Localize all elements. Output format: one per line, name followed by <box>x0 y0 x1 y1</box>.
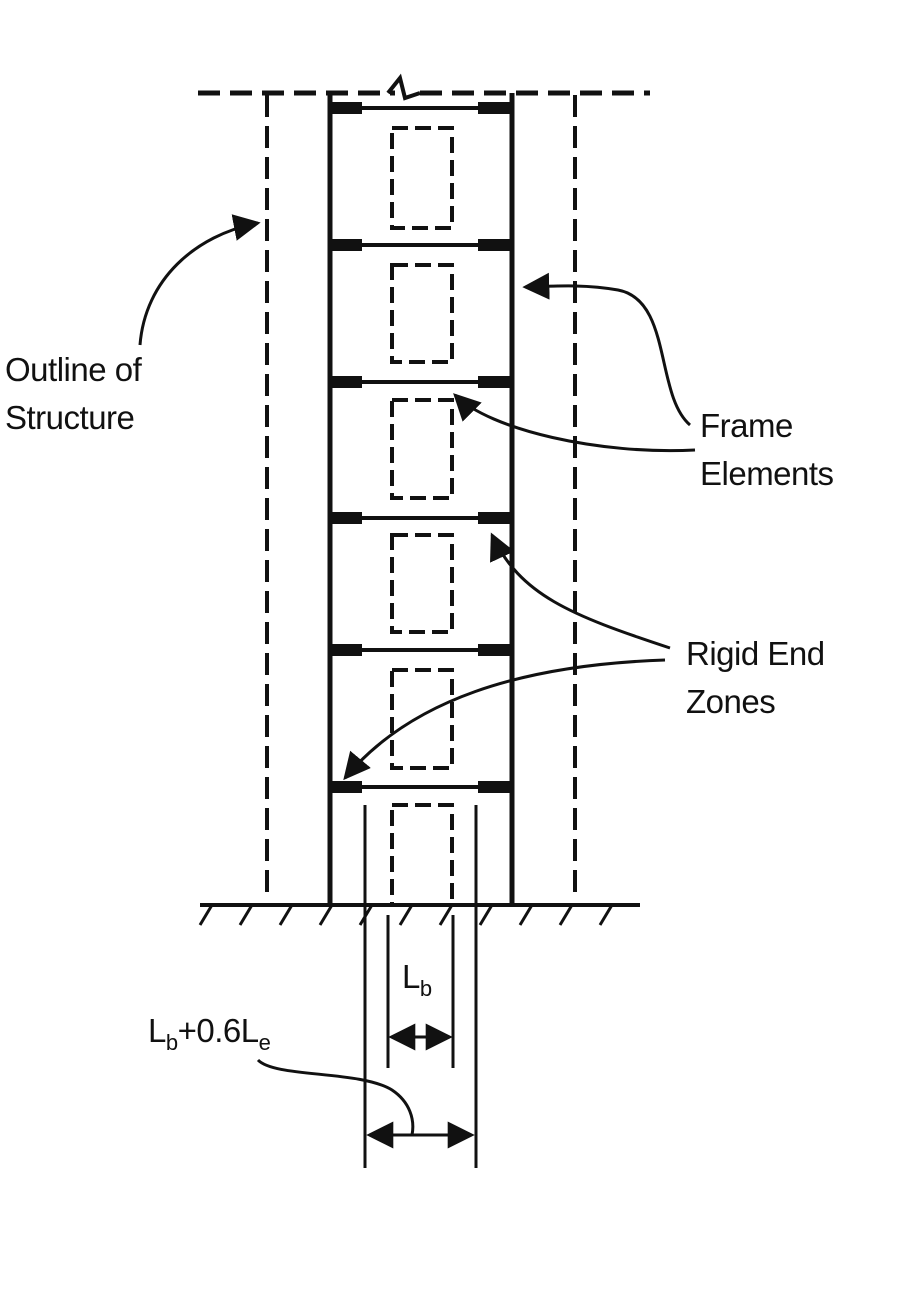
ground-line <box>198 903 640 926</box>
label-outline-of-structure: Outline of Structure <box>5 346 142 442</box>
label-combo-sub-e: e <box>258 1030 271 1055</box>
rigid-end-zone-right-6 <box>478 781 512 793</box>
ground-hatch-mark <box>518 904 534 926</box>
leader-frame-column <box>522 272 691 427</box>
label-combo-sub-b: b <box>165 1030 178 1055</box>
label-outline-line1: Outline of <box>5 351 142 388</box>
rigid-end-zone-right-1 <box>478 102 512 114</box>
rigid-end-zone-left-4 <box>330 512 362 524</box>
rigid-end-zone-right-5 <box>478 644 512 656</box>
label-outline-line2: Structure <box>5 399 135 436</box>
ground-hatch-mark <box>398 904 414 926</box>
ground-hatch-mark <box>478 904 494 926</box>
ground-hatch-mark <box>238 904 254 926</box>
ground-hatch-mark <box>318 904 334 926</box>
leader-dimension <box>256 1058 415 1136</box>
ground-hatch-mark <box>558 904 574 926</box>
leader-frame-beam <box>453 393 696 453</box>
rigid-end-zone-left-3 <box>330 376 362 388</box>
leader-rigid-upper <box>490 532 671 650</box>
opening-3 <box>390 398 454 500</box>
leader-rigid-lower <box>343 658 666 781</box>
label-lb-main: L <box>402 958 420 995</box>
ground-hatch-mark <box>438 904 454 926</box>
opening-6 <box>390 803 454 907</box>
label-combo-mid: +0.6L <box>177 1012 260 1049</box>
rigid-end-zone-left-5 <box>330 644 362 656</box>
label-frame-line1: Frame <box>700 407 793 444</box>
top-break-line <box>198 73 650 101</box>
frame-beams <box>330 102 512 793</box>
label-lb-plus-0.6le: Lb+0.6Le <box>148 1012 271 1056</box>
ground-hatch-mark <box>278 904 294 926</box>
rigid-end-zone-left-2 <box>330 239 362 251</box>
label-rigid-line1: Rigid End <box>686 635 825 672</box>
label-lb-sub: b <box>419 976 432 1001</box>
opening-1 <box>390 126 454 230</box>
label-lb: Lb <box>402 958 432 1002</box>
rigid-end-zone-left-6 <box>330 781 362 793</box>
opening-5 <box>390 668 454 770</box>
label-rigid-end-zones: Rigid End Zones <box>686 630 825 726</box>
label-rigid-line2: Zones <box>686 683 776 720</box>
opening-2 <box>390 263 454 364</box>
label-frame-elements: Frame Elements <box>700 402 834 498</box>
label-combo-l: L <box>148 1012 166 1049</box>
rigid-end-zone-left-1 <box>330 102 362 114</box>
leader-outline <box>138 214 261 346</box>
rigid-end-zone-right-4 <box>478 512 512 524</box>
ground-hatch-mark <box>198 904 214 926</box>
rigid-end-zone-right-2 <box>478 239 512 251</box>
label-frame-line2: Elements <box>700 455 834 492</box>
ground-hatch-mark <box>598 904 614 926</box>
opening-4 <box>390 533 454 634</box>
rigid-end-zone-right-3 <box>478 376 512 388</box>
